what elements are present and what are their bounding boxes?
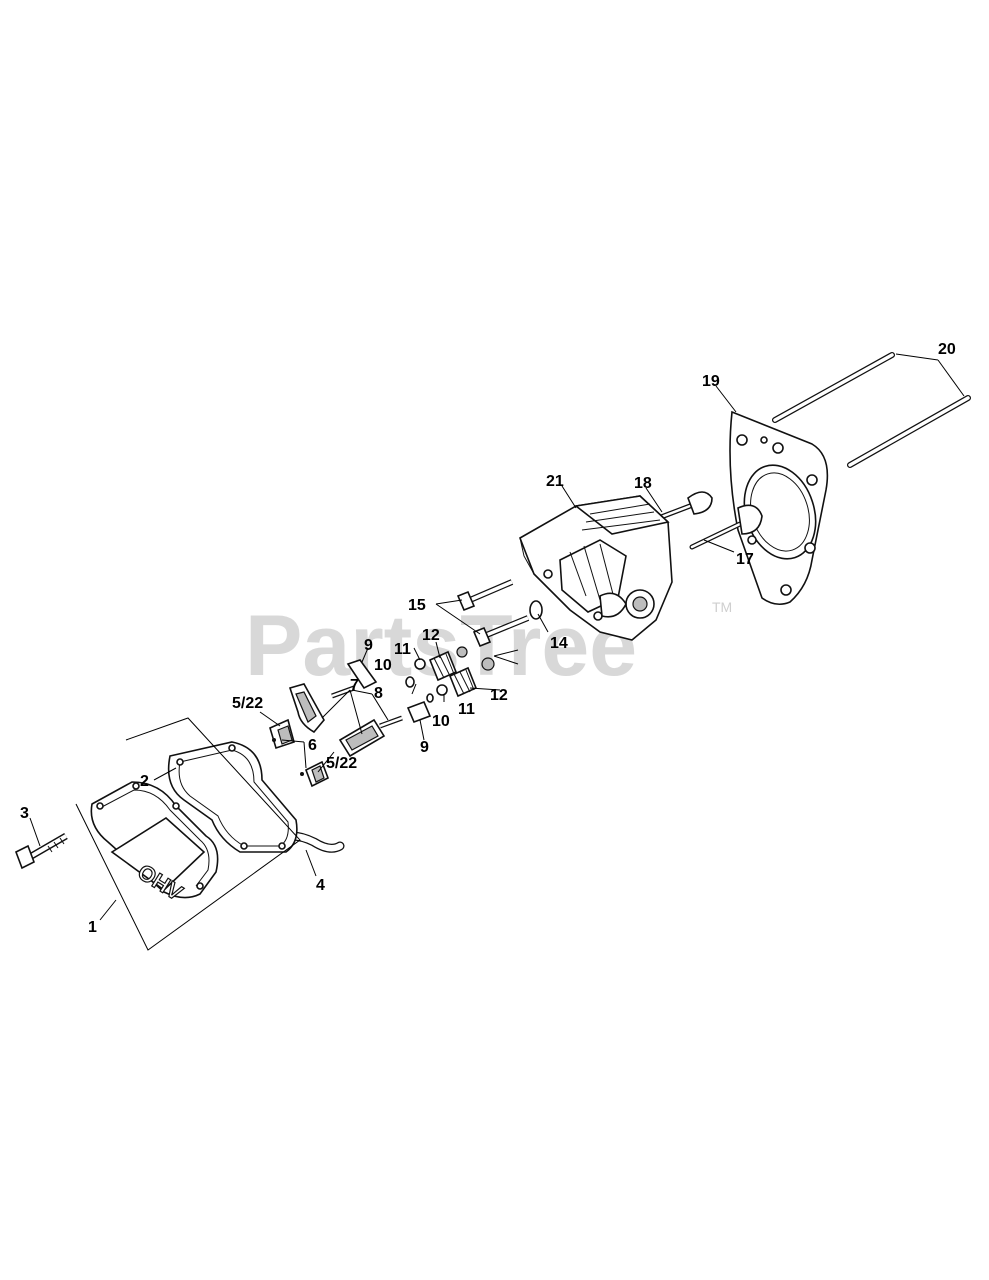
pivots-and-balls [269,718,330,788]
valve-18 [645,491,713,525]
leader-lines [29,353,965,921]
washer-14 [529,600,543,620]
callout-14: 14 [550,635,568,652]
rocker-arms [288,683,386,758]
callout-12-top: 12 [422,627,440,644]
valve-17 [689,504,763,550]
callout-2: 2 [140,773,149,790]
rocker-parts [346,659,432,724]
callout-5-22-bottom: 5/22 [326,755,357,772]
rocker-studs [331,685,403,729]
cover-bolt [14,832,68,870]
cylinder-head [519,495,673,641]
watermark-trademark: TM [712,599,732,615]
callout-11-bottom: 11 [458,701,475,718]
callout-5-22-top: 5/22 [232,695,263,712]
callout-15: 15 [408,597,426,614]
callout-10-top: 10 [374,657,392,674]
callout-11-top: 11 [394,641,411,658]
callout-labels: 20 19 21 18 17 15 14 12 12 11 11 10 10 9… [20,341,956,936]
push-rods [772,352,971,468]
head-gasket [729,410,829,606]
callout-19: 19 [702,373,720,390]
callout-18: 18 [634,475,652,492]
callout-4: 4 [316,877,325,894]
valve-cover-group: OHV [75,717,301,951]
callout-10-bottom: 10 [432,713,450,730]
valve-keepers [405,676,434,703]
callout-6: 6 [308,737,317,754]
callout-7: 7 [350,677,359,694]
callout-12-bottom: 12 [490,687,508,704]
callout-9-top: 9 [364,637,373,654]
callout-3: 3 [20,805,29,822]
callout-1: 1 [88,919,97,936]
callout-17: 17 [736,551,754,568]
callout-20: 20 [938,341,956,358]
callout-21: 21 [546,473,564,490]
valve-springs [414,646,495,698]
callout-9-bottom: 9 [420,739,429,756]
callout-8: 8 [374,685,383,702]
valve-cover-gasket [167,741,298,853]
